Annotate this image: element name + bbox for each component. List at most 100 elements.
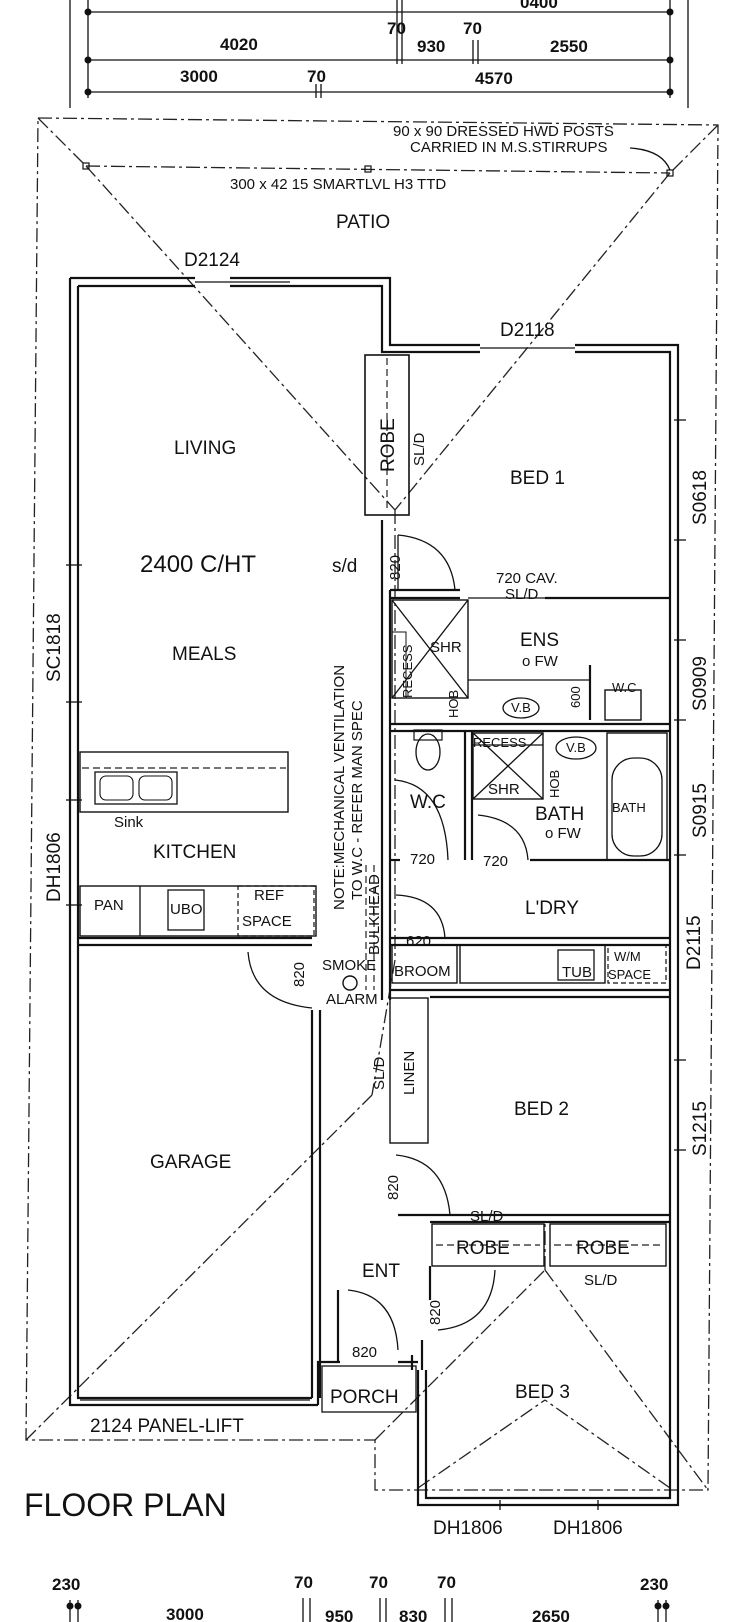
label-hob-bath: HOB	[547, 770, 562, 798]
label-sld-linen: SL/D	[371, 1056, 388, 1090]
label-ubo: UBO	[170, 901, 203, 918]
bottom-dimensions: 230 70 70 70 230 3000 950 830 2650	[52, 1573, 670, 1622]
drawing-title: FLOOR PLAN	[24, 1487, 227, 1523]
note-ceiling-height: 2400 C/HT	[140, 551, 256, 578]
top-dimensions: 0400 4020 70 930 70 2550 3000 70 4570	[69, 0, 689, 108]
codes: D2124 D2118 D2115 820 820 820 820 820 72…	[44, 250, 711, 1539]
door-720-bath: 720	[483, 853, 508, 870]
dim-3000: 3000	[180, 67, 218, 86]
label-cav-2: SL/D	[505, 586, 539, 603]
dim-bottom-2650: 2650	[532, 1607, 570, 1622]
dim-930: 930	[417, 37, 445, 56]
door-d2115: D2115	[684, 915, 705, 970]
dim-70-b: 70	[463, 19, 482, 38]
label-wm-1: W/M	[614, 949, 641, 964]
patio: 90 x 90 DRESSED HWD POSTS CARRIED IN M.S…	[82, 123, 674, 233]
room-laundry: L'DRY	[525, 898, 579, 919]
label-sink: Sink	[114, 814, 144, 831]
label-pan: PAN	[94, 897, 124, 914]
label-wc-ens: W.C	[612, 680, 637, 695]
window-s0909: S0909	[690, 656, 711, 711]
dim-bottom-950: 950	[325, 1607, 353, 1622]
window-garage-door: 2124 PANEL-LIFT	[90, 1416, 244, 1437]
dim-bottom-70-b: 70	[369, 1573, 388, 1592]
label-vb-ens: V.B	[511, 700, 531, 715]
label-ref-2: SPACE	[242, 913, 292, 930]
label-robe-bed2-a: ROBE	[456, 1238, 510, 1259]
label-cav-1: 720 CAV.	[496, 570, 558, 587]
note-beam: 300 x 42 15 SMARTLVL H3 TTD	[230, 176, 446, 193]
door-820-front: 820	[352, 1344, 377, 1361]
dim-bottom-230-right: 230	[640, 1575, 668, 1594]
room-ent: ENT	[362, 1261, 400, 1282]
label-tub: TUB	[562, 964, 592, 981]
label-sld-robe3: SL/D	[584, 1272, 618, 1289]
label-hob-ens: HOB	[446, 690, 461, 718]
door-820-garage: 820	[291, 962, 308, 987]
dim-2550: 2550	[550, 37, 588, 56]
door-820-bed3: 820	[427, 1300, 444, 1325]
label-shr-ens: SHR	[430, 639, 462, 656]
room-bed1: BED 1	[510, 468, 565, 489]
room-porch: PORCH	[330, 1387, 399, 1408]
dim-bottom-3000: 3000	[166, 1605, 204, 1622]
room-ens: ENS	[520, 630, 559, 651]
dim-bottom-70-a: 70	[294, 1573, 313, 1592]
label-sld-robe2: SL/D	[470, 1208, 504, 1225]
internal-walls	[78, 354, 670, 1398]
dim-bottom-830: 830	[399, 1607, 427, 1622]
room-living: LIVING	[174, 438, 236, 459]
dim-70-c: 70	[307, 67, 326, 86]
room-kitchen: KITCHEN	[153, 842, 236, 863]
dim-70-a: 70	[387, 19, 406, 38]
window-marks	[66, 281, 686, 1510]
label-smoke-2: ALARM	[326, 991, 378, 1008]
label-sld-robe1: SL/D	[411, 432, 428, 466]
label-fw-ens: o FW	[522, 653, 559, 670]
label-600: 600	[568, 686, 583, 708]
note-stirrups: CARRIED IN M.S.STIRRUPS	[410, 139, 608, 156]
door-swings	[247, 534, 545, 1351]
dim-partial: 0400	[520, 0, 558, 12]
window-dh1806-left: DH1806	[44, 832, 65, 902]
room-bed2: BED 2	[514, 1099, 569, 1120]
room-bath: BATH	[535, 804, 584, 825]
label-robe-bed2-b: ROBE	[576, 1238, 630, 1259]
vent-note: NOTE:MECHANICAL VENTILATION TO W.C - REF…	[331, 665, 366, 910]
door-720-wc: 720	[410, 851, 435, 868]
room-wc: W.C	[410, 792, 446, 813]
window-s1215: S1215	[690, 1101, 711, 1156]
label-bulkhead: BULKHEAD	[366, 874, 383, 955]
label-vb-bath: V.B	[566, 740, 586, 755]
external-walls	[68, 276, 680, 1507]
note-vent-2: TO W.C - REFER MAN SPEC	[349, 700, 366, 900]
label-bath-tub: BATH	[612, 800, 646, 815]
dim-bottom-230-left: 230	[52, 1575, 80, 1594]
door-820-bed1: 820	[387, 555, 404, 580]
room-patio: PATIO	[336, 212, 390, 233]
note-posts: 90 x 90 DRESSED HWD POSTS	[393, 123, 614, 140]
dim-4020: 4020	[220, 35, 258, 54]
door-d2118: D2118	[500, 320, 555, 341]
window-dh1806-b1: DH1806	[433, 1518, 503, 1539]
label-fw-bath: o FW	[545, 825, 582, 842]
label-shr-bath: SHR	[488, 781, 520, 798]
label-recess-bath: RECESS	[473, 735, 527, 750]
fixture-labels: ROBE SL/D 720 CAV. SL/D SHR RECESS HOB V…	[94, 418, 651, 1289]
label-broom: BROOM	[394, 963, 451, 980]
door-820-bed2: 820	[385, 1175, 402, 1200]
label-smoke-1: SMOKE	[322, 957, 376, 974]
window-sc1818: SC1818	[44, 613, 65, 682]
room-bed3: BED 3	[515, 1382, 570, 1403]
roof-outline	[25, 117, 719, 1491]
label-ref-1: REF	[254, 887, 284, 904]
note-sd: s/d	[332, 556, 357, 577]
label-linen: LINEN	[401, 1051, 418, 1095]
label-wm-2: SPACE	[608, 967, 651, 982]
window-s0915: S0915	[690, 783, 711, 838]
dim-bottom-70-c: 70	[437, 1573, 456, 1592]
label-robe-bed1: ROBE	[378, 418, 399, 472]
window-s0618: S0618	[690, 470, 711, 525]
room-garage: GARAGE	[150, 1152, 231, 1173]
